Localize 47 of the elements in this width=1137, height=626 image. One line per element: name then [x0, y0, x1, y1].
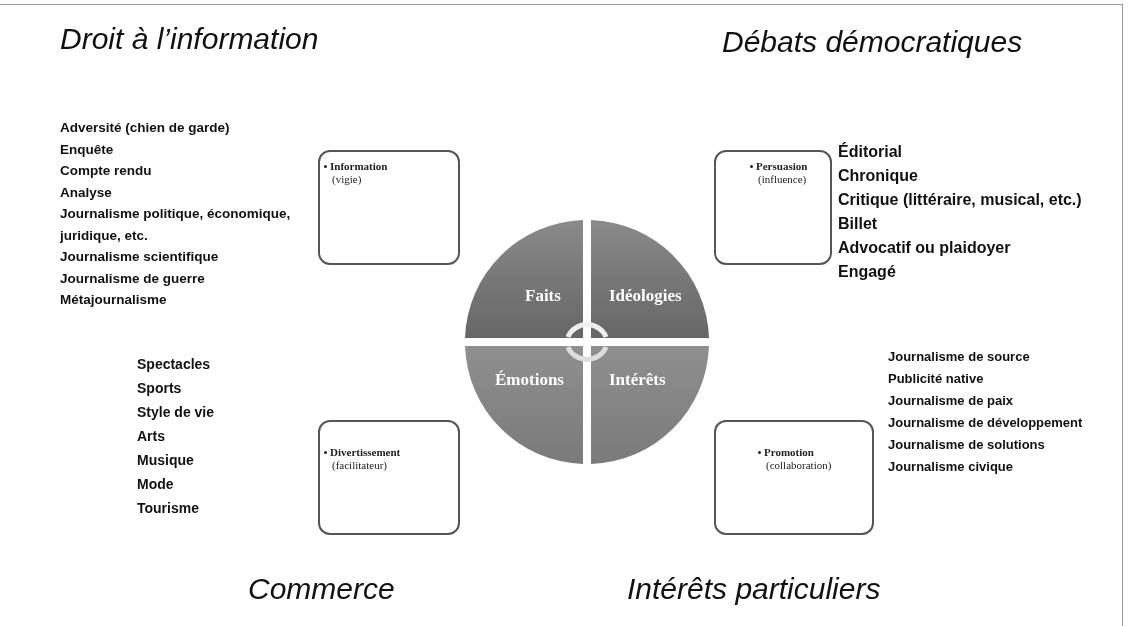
genre-list-item: Analyse [60, 183, 113, 202]
quadrant-label: Idéologies [609, 286, 682, 306]
genre-list-item: Journalisme de développement [888, 414, 1083, 432]
genre-list-item: Sports [137, 379, 182, 398]
genre-list-item: Enquête [60, 140, 115, 159]
box-subtitle: (vigie) [332, 173, 362, 185]
box-heading: Divertissement [330, 446, 401, 458]
genre-list-item: Éditorial [838, 141, 902, 162]
text-box [714, 420, 874, 535]
genre-list-item: Métajournalisme [60, 291, 168, 309]
genre-list-item: Compte rendu [60, 162, 153, 180]
genre-list-item: Journalisme de paix [888, 392, 1013, 410]
genre-list-item: Journalisme politique, économique, juridique, etc. [60, 205, 292, 245]
genre-list-item: Publicité native [888, 370, 984, 388]
genre-list-item: Arts [137, 427, 165, 446]
box-heading: Information [330, 160, 388, 172]
genre-list-item: Critique (littéraire, musical, etc.) [838, 190, 1082, 210]
genre-list-item: Journalisme civique [888, 458, 1013, 476]
text-box [714, 150, 832, 265]
genre-list-item: Adversité (chien de garde) [60, 119, 231, 137]
genre-list-item: Journalisme de guerre [60, 269, 206, 288]
genre-list-item: Journalisme de source [888, 348, 1030, 366]
genre-list-item: Mode [137, 475, 174, 494]
quadrant-heading: Débats démocratiques [722, 25, 1023, 59]
box-subtitle: (facilitateur) [332, 459, 387, 471]
genre-list-item: Spectacles [137, 355, 211, 374]
genre-list-item: Advocatif ou plaidoyer [838, 238, 1011, 258]
genre-list-item: Chronique [838, 166, 918, 186]
genre-list-item: Tourisme [137, 499, 199, 518]
quadrant-label: Intérêts [609, 370, 666, 390]
text-box [318, 150, 460, 265]
box-heading: Persuasion [756, 160, 808, 172]
box-heading: Promotion [764, 446, 814, 458]
genre-list-item: Engagé [838, 262, 896, 282]
genre-list-item: Style de vie [137, 403, 215, 422]
quadrant-heading: Commerce [248, 572, 395, 606]
box-subtitle: (collaboration) [766, 459, 832, 471]
genre-list-item: Journalisme scientifique [60, 248, 220, 266]
quadrant-label: Faits [525, 286, 561, 306]
genre-list-item: Journalisme de solutions [888, 436, 1045, 454]
box-subtitle: (influence) [758, 173, 807, 185]
quadrant-label: Émotions [495, 370, 564, 390]
genre-list-item: Billet [838, 214, 878, 234]
genre-list-item: Musique [137, 451, 194, 470]
quadrant-heading: Intérêts particuliers [627, 572, 881, 606]
text-box [318, 420, 460, 535]
quadrant-heading: Droit à l’information [60, 22, 319, 56]
